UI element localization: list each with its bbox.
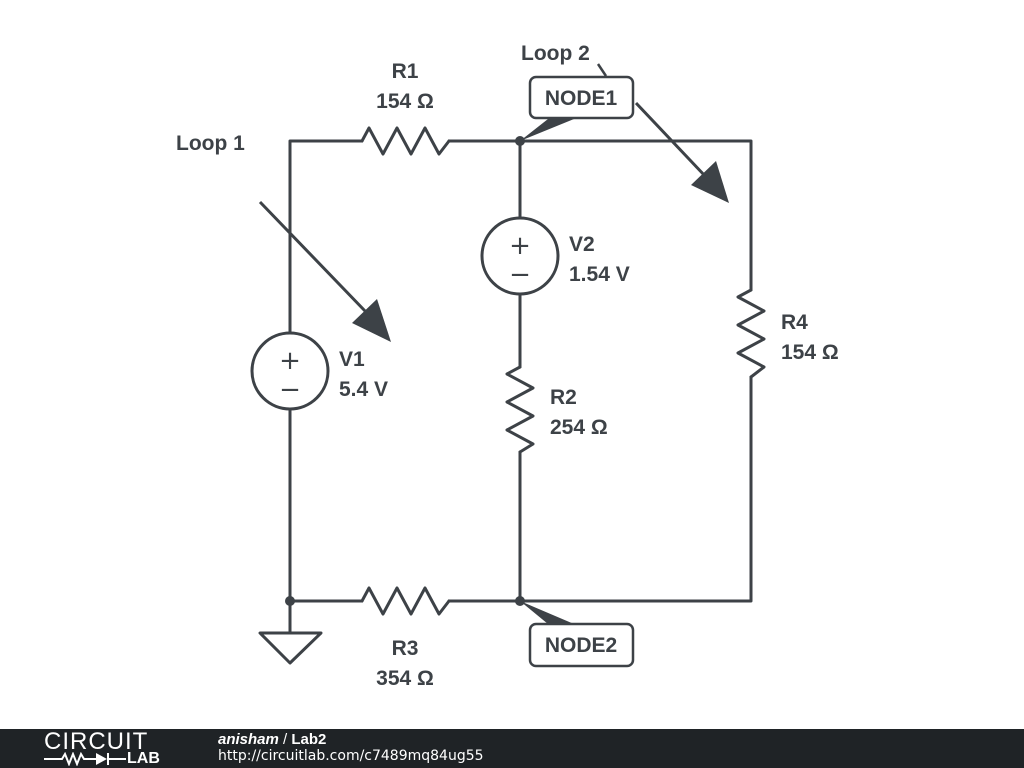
r3-value-label: 354 Ω: [376, 667, 434, 690]
v2-ref-label: V2: [569, 233, 595, 256]
v2-plus-sign: +: [509, 231, 531, 261]
resistor-r4-symbol: [736, 288, 766, 379]
r1-value-label: 154 Ω: [376, 90, 434, 113]
node2-label-box: [528, 622, 635, 668]
r3-ref-label: R3: [392, 637, 419, 660]
logo-circuit-text: CIRCUIT: [44, 728, 149, 755]
voltage-source-v2-symbol: [480, 216, 560, 296]
circuitlab-logo[interactable]: CIRCUIT LAB: [40, 729, 180, 768]
v2-value-label: 1.54 V: [569, 263, 630, 286]
logo-lab-text: LAB: [127, 750, 160, 767]
wires: [288, 139, 753, 635]
voltage-source-v1-symbol: [250, 331, 330, 411]
project-link[interactable]: Lab2: [291, 731, 327, 748]
resistor-r1-symbol: [360, 126, 451, 156]
footer-bar: CIRCUIT LAB anisham / Lab2 http://circui…: [0, 729, 1024, 768]
wire-bottom-left: [288, 407, 364, 603]
author-link[interactable]: anisham: [218, 731, 279, 748]
node1-label: NODE1: [545, 87, 618, 110]
wire-top-right: [447, 139, 753, 292]
r4-ref-label: R4: [781, 311, 808, 334]
node1-label-box: [528, 75, 635, 120]
junction-ground: [285, 596, 295, 606]
resistor-r2-symbol: [505, 365, 535, 454]
v2-minus-sign: −: [509, 260, 531, 290]
loop2-arrow: [634, 101, 729, 203]
wire-right-lower: [447, 375, 753, 603]
resistor-diode-icon: [44, 752, 126, 766]
v1-value-label: 5.4 V: [339, 378, 388, 401]
ground-symbol: [258, 631, 323, 665]
circuit-info: anisham / Lab2 http://circuitlab.com/c74…: [218, 731, 484, 765]
v1-plus-sign: +: [279, 346, 301, 376]
circuit-schematic: + − + − NODE1 NODE2 Loop 1 Loop 2 R1 154…: [176, 42, 839, 690]
node2-pointer: [520, 601, 574, 624]
r2-ref-label: R2: [550, 386, 577, 409]
r1-ref-label: R1: [392, 60, 419, 83]
path-separator: /: [283, 731, 288, 748]
resistor-r3-symbol: [360, 586, 451, 616]
node1-pointer: [520, 119, 574, 141]
v1-minus-sign: −: [279, 375, 301, 405]
v1-ref-label: V1: [339, 348, 365, 371]
loop2-label-leader: [596, 63, 608, 77]
r4-value-label: 154 Ω: [781, 341, 839, 364]
wire-top-left: [288, 139, 364, 334]
r2-value-label: 254 Ω: [550, 416, 608, 439]
loop1-label: Loop 1: [176, 132, 245, 155]
loop1-arrow: [258, 200, 391, 342]
node2-label: NODE2: [545, 634, 617, 657]
loop2-label: Loop 2: [521, 42, 590, 65]
circuit-url-link[interactable]: http://circuitlab.com/c7489mq84ug55: [218, 748, 484, 764]
